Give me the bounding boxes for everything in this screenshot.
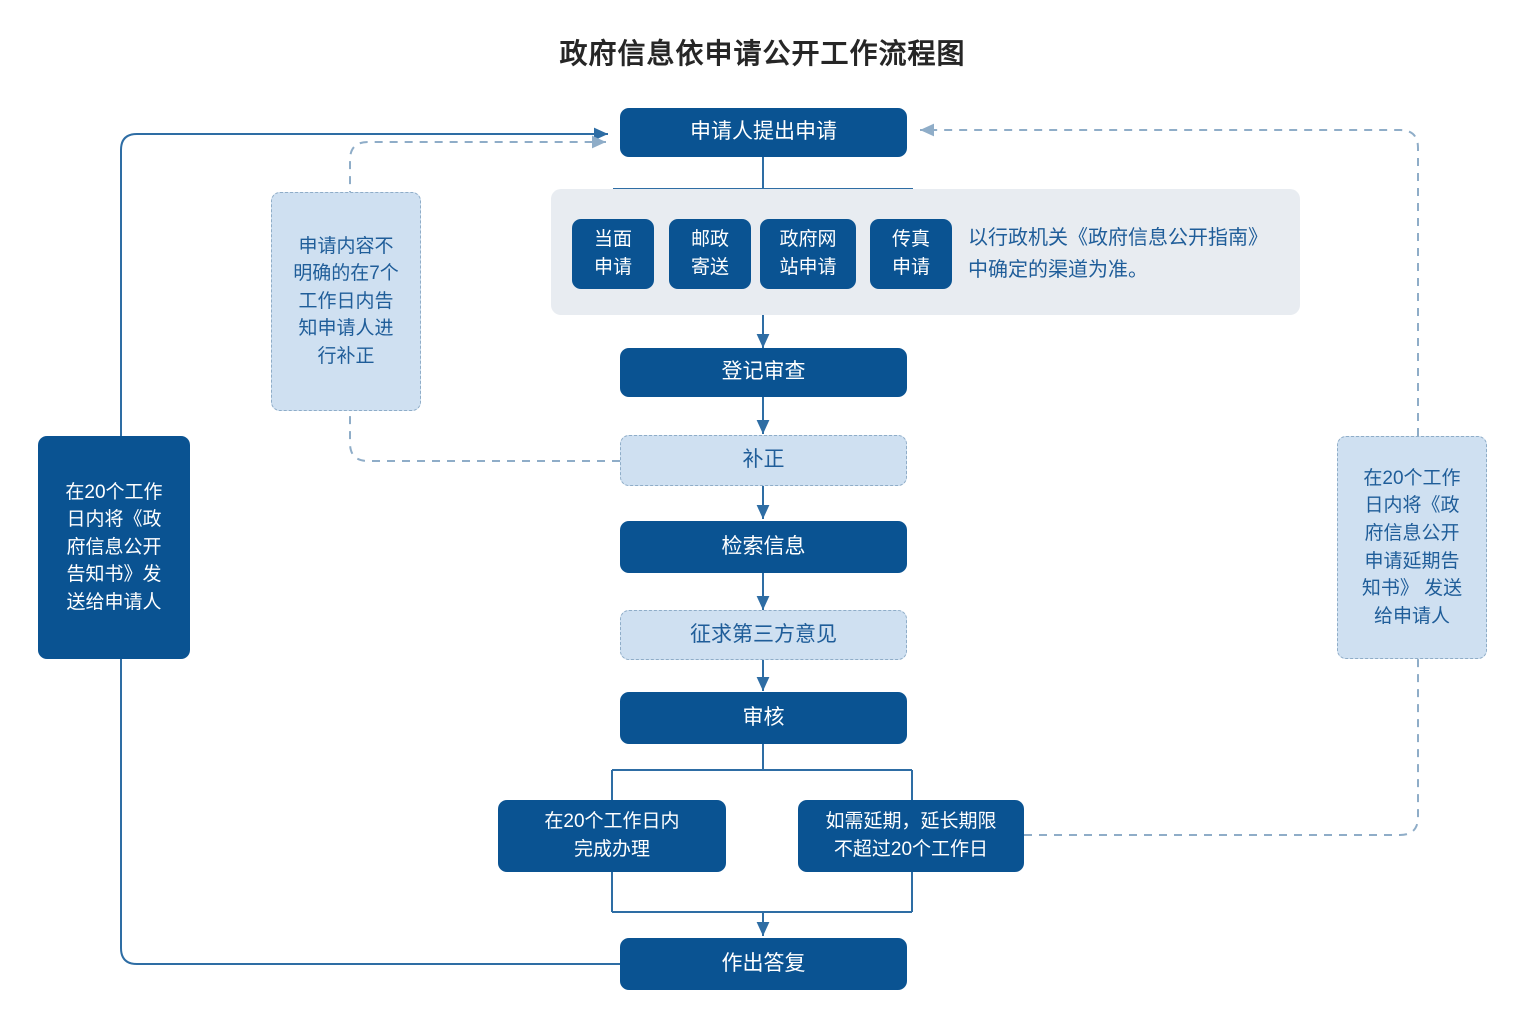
note-left-notice[interactable]: 在20个工作 日内将《政 府信息公开 告知书》发 送给申请人	[38, 436, 190, 659]
node-register-review[interactable]: 登记审查	[620, 348, 907, 397]
note-left-notice-label: 在20个工作 日内将《政 府信息公开 告知书》发 送给申请人	[65, 481, 163, 613]
node-supplement-label: 补正	[742, 448, 785, 472]
page-title: 政府信息依申请公开工作流程图	[559, 38, 966, 69]
node-third-party-opinion-label: 征求第三方意见	[690, 622, 837, 646]
node-channel-website-label: 政府网 站申请	[779, 229, 837, 278]
node-third-party-opinion[interactable]: 征求第三方意见	[620, 610, 907, 660]
node-audit[interactable]: 审核	[620, 692, 907, 744]
node-audit-label: 审核	[742, 705, 785, 729]
node-apply-label: 申请人提出申请	[690, 120, 837, 144]
node-search-info-label: 检索信息	[721, 534, 806, 558]
node-search-info[interactable]: 检索信息	[620, 521, 907, 573]
node-finish-20-days[interactable]: 在20个工作日内 完成办理	[498, 800, 726, 872]
node-channel-fax-label: 传真 申请	[891, 229, 930, 278]
node-channel-fax[interactable]: 传真 申请	[870, 219, 952, 289]
note-right-extension[interactable]: 在20个工作 日内将《政 府信息公开 申请延期告 知书》 发送 给申请人	[1337, 436, 1487, 659]
node-reply-label: 作出答复	[721, 951, 806, 975]
note-left-supplement-label: 申请内容不 明确的在7个 工作日内告 知申请人进 行补正	[293, 235, 399, 367]
node-channel-in-person-label: 当面 申请	[593, 229, 632, 278]
node-supplement[interactable]: 补正	[620, 435, 907, 486]
channel-note-text: 以行政机关《政府信息公开指南》 中确定的渠道为准。	[968, 227, 1268, 281]
node-register-review-label: 登记审查	[721, 360, 806, 384]
node-extension[interactable]: 如需延期，延长期限 不超过20个工作日	[798, 800, 1024, 872]
node-extension-label: 如需延期，延长期限 不超过20个工作日	[825, 811, 997, 860]
node-apply[interactable]: 申请人提出申请	[620, 108, 907, 157]
node-channel-website[interactable]: 政府网 站申请	[760, 219, 856, 289]
node-reply[interactable]: 作出答复	[620, 938, 907, 990]
node-channel-post-label: 邮政 寄送	[690, 229, 729, 278]
note-left-supplement[interactable]: 申请内容不 明确的在7个 工作日内告 知申请人进 行补正	[271, 192, 421, 411]
node-channel-post[interactable]: 邮政 寄送	[669, 219, 751, 289]
note-right-extension-label: 在20个工作 日内将《政 府信息公开 申请延期告 知书》 发送 给申请人	[1361, 467, 1463, 627]
node-channel-in-person[interactable]: 当面 申请	[572, 219, 654, 289]
node-finish-20-days-label: 在20个工作日内 完成办理	[544, 811, 680, 860]
